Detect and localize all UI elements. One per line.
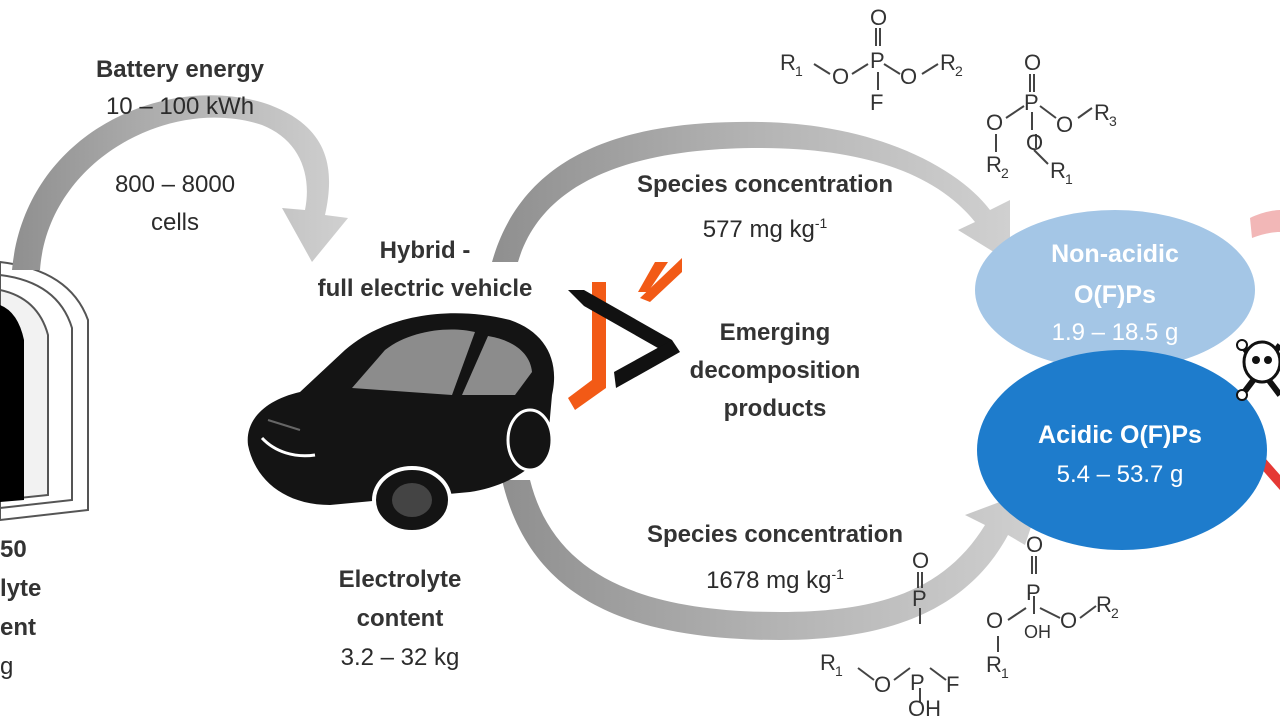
svg-text:O: O — [1056, 112, 1073, 137]
svg-text:2: 2 — [1111, 605, 1119, 621]
upper-species-exponent: -1 — [814, 215, 828, 231]
svg-text:O: O — [986, 110, 1003, 135]
svg-text:R: R — [986, 652, 1002, 677]
svg-text:O: O — [1024, 50, 1041, 75]
upper-species-value-text: 577 mg kg — [702, 216, 815, 243]
lower-species-value-text: 1678 mg kg — [706, 567, 832, 594]
svg-text:O: O — [986, 608, 1003, 633]
svg-text:3: 3 — [1109, 113, 1117, 129]
vehicle-title-line2: full electric vehicle — [317, 275, 533, 302]
arrow-vehicle-to-acidic — [502, 480, 1045, 640]
vehicle-title-line1: Hybrid - — [379, 237, 471, 264]
electrolyte-label-line1: Electrolyte — [338, 566, 462, 593]
chem-structure-bonds — [813, 28, 1097, 702]
watermark-logo-icon — [568, 258, 682, 410]
acidic-ellipse — [977, 350, 1267, 550]
svg-text:R: R — [1050, 158, 1066, 183]
svg-text:O: O — [1026, 532, 1043, 557]
svg-text:O: O — [1026, 130, 1043, 155]
non-acidic-range: 1.9 – 18.5 g — [1051, 319, 1179, 346]
svg-text:1: 1 — [1001, 665, 1009, 681]
svg-text:O: O — [832, 64, 849, 89]
lower-species-label: Species concentration — [646, 521, 904, 548]
svg-text:F: F — [870, 90, 883, 115]
svg-text:P: P — [912, 586, 927, 611]
electrolyte-range: 3.2 – 32 kg — [340, 644, 460, 671]
svg-text:P: P — [1024, 90, 1039, 115]
svg-text:O: O — [870, 5, 887, 30]
battery-cell-icon — [0, 260, 89, 522]
svg-text:2: 2 — [1001, 165, 1009, 181]
svg-text:P: P — [870, 48, 885, 73]
svg-text:R: R — [940, 50, 956, 75]
hazard-ring — [1250, 210, 1280, 238]
battery-energy-title: Battery energy — [95, 56, 265, 83]
upper-species-value: 577 mg kg-1 — [580, 208, 950, 245]
upper-species-label: Species concentration — [636, 171, 894, 198]
svg-text:O: O — [1060, 608, 1077, 633]
svg-text:1: 1 — [835, 663, 843, 679]
center-line2: decomposition — [689, 357, 861, 384]
acidic-line1: Acidic O(F)Ps — [1038, 421, 1202, 449]
left-cell-label-4: g — [0, 653, 14, 680]
non-acidic-ellipse — [975, 210, 1255, 370]
svg-text:P: P — [910, 670, 925, 695]
arrow-cells-to-vehicle — [12, 95, 348, 270]
acidic-range: 5.4 – 53.7 g — [1056, 461, 1184, 488]
svg-text:R: R — [1096, 592, 1112, 617]
svg-text:1: 1 — [795, 63, 803, 79]
svg-text:R: R — [1094, 100, 1110, 125]
svg-text:O: O — [912, 548, 929, 573]
skull-crossbones-icon — [1236, 339, 1280, 401]
svg-text:P: P — [1026, 580, 1041, 605]
svg-text:R: R — [780, 50, 796, 75]
lower-species-exponent: -1 — [831, 566, 844, 582]
svg-text:2: 2 — [955, 63, 963, 79]
lower-species-value: 1678 mg kg-1 — [590, 559, 960, 596]
left-cell-label-2: lyte — [0, 575, 42, 602]
non-acidic-line2: O(F)Ps — [1074, 281, 1156, 309]
center-line3: products — [723, 395, 827, 422]
left-cell-label-3: ent — [0, 614, 36, 641]
svg-text:O: O — [874, 672, 891, 697]
cells-label: cells — [150, 209, 199, 236]
arrow-vehicle-to-nonacidic — [492, 121, 1010, 262]
svg-text:R: R — [820, 650, 836, 675]
svg-text:O: O — [900, 64, 917, 89]
cells-range: 800 – 8000 — [114, 171, 236, 198]
svg-text:OH: OH — [908, 696, 941, 720]
electrolyte-label-line2: content — [356, 605, 444, 632]
car-icon — [247, 313, 555, 534]
svg-text:F: F — [946, 672, 959, 697]
svg-text:OH: OH — [1024, 622, 1051, 642]
left-cell-label-1: 50 — [0, 536, 27, 563]
battery-energy-range: 10 – 100 kWh — [105, 93, 255, 120]
center-line1: Emerging — [719, 319, 831, 346]
svg-text:1: 1 — [1065, 171, 1073, 187]
svg-text:R: R — [986, 152, 1002, 177]
non-acidic-line1: Non-acidic — [1051, 240, 1179, 268]
